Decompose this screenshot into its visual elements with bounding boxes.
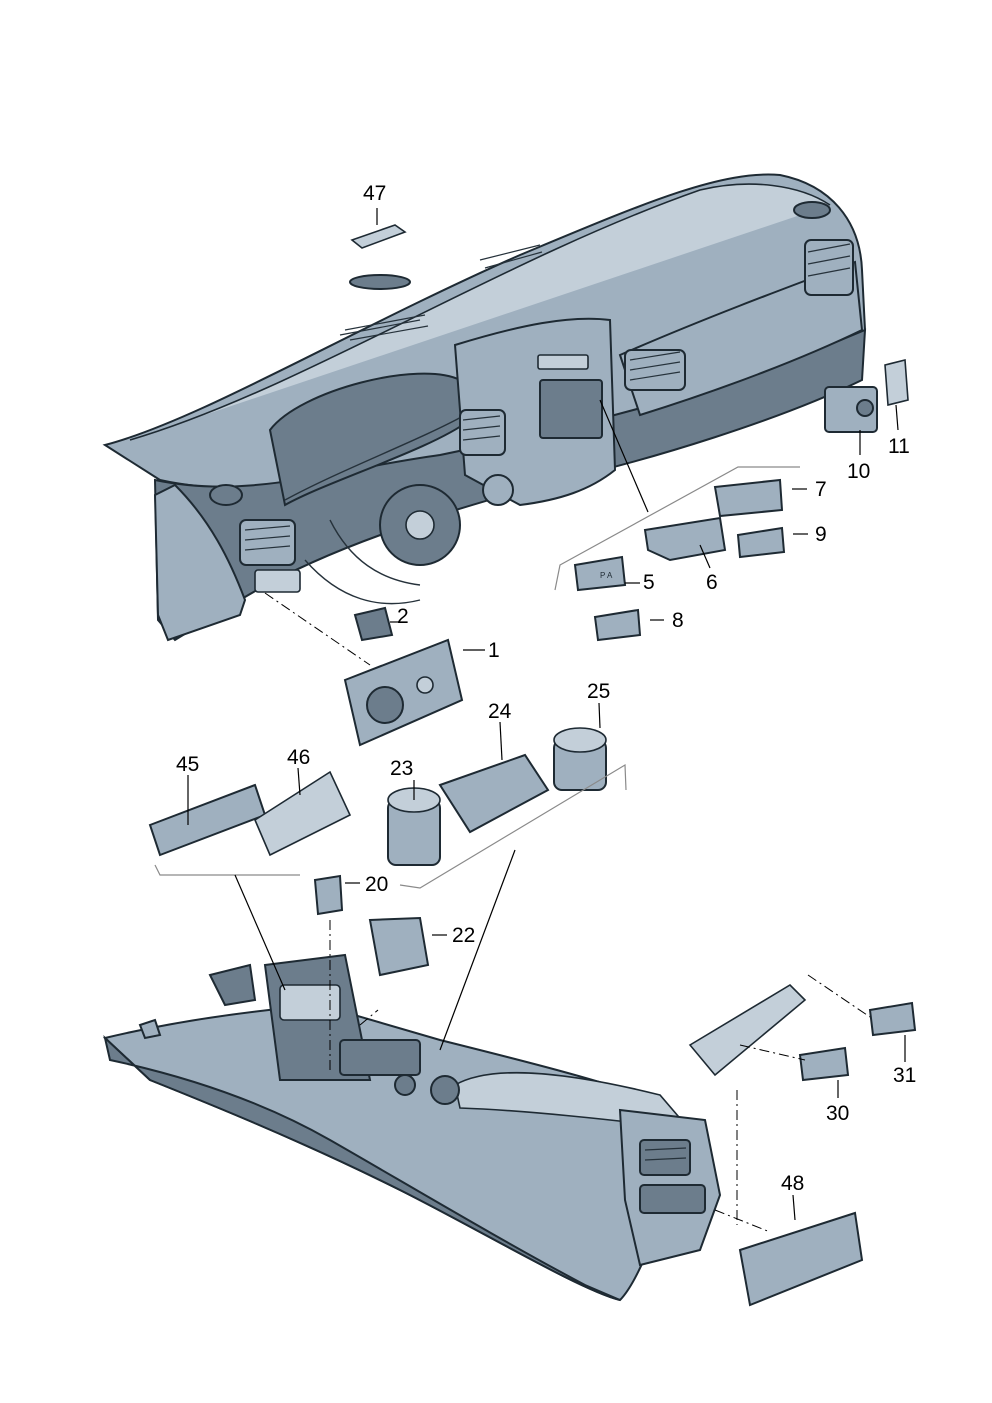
part-7-switch xyxy=(713,478,784,518)
callout-47: 47 xyxy=(363,182,386,205)
centre-console xyxy=(102,953,722,1302)
callout-46: 46 xyxy=(287,746,310,769)
callout-45: 45 xyxy=(176,753,199,776)
callout-30: 30 xyxy=(826,1102,849,1125)
dashboard xyxy=(102,173,867,642)
callout-5: 5 xyxy=(643,571,655,594)
callout-6: 6 xyxy=(706,571,718,594)
callout-20: 20 xyxy=(365,873,388,896)
part-6-hazard-switch xyxy=(643,516,727,562)
part-1-light-switch xyxy=(343,638,464,747)
part-31-switch xyxy=(868,1001,917,1037)
part-24-switch-panel xyxy=(438,753,550,834)
part-30-switch xyxy=(798,1046,850,1082)
part-2-switch xyxy=(353,606,394,642)
part-8-switch xyxy=(593,608,642,642)
part-22-insert xyxy=(368,916,430,977)
callout-2: 2 xyxy=(397,605,409,628)
part-23-knob xyxy=(387,787,441,866)
part-11-cover xyxy=(884,358,909,407)
part-48-control-unit xyxy=(738,1211,864,1307)
part-45-control-unit xyxy=(148,783,267,857)
callout-24: 24 xyxy=(488,700,512,723)
callout-8: 8 xyxy=(672,609,684,632)
callout-7: 7 xyxy=(815,478,827,501)
part-5-switch xyxy=(573,555,627,592)
callout-10: 10 xyxy=(847,460,870,483)
switch-5-legend: P A xyxy=(600,571,613,580)
callout-31: 31 xyxy=(893,1064,916,1087)
part-47-clip xyxy=(350,224,407,249)
tray xyxy=(688,983,807,1077)
callout-leaders xyxy=(187,208,906,1221)
part-9-switch xyxy=(736,526,786,559)
callout-22: 22 xyxy=(452,924,475,947)
part-25-knob xyxy=(553,727,607,791)
guide-lines xyxy=(154,399,871,1233)
callout-9: 9 xyxy=(815,523,827,546)
part-46-frame xyxy=(253,770,352,857)
callout-11: 11 xyxy=(888,435,910,458)
part-20-socket xyxy=(313,874,344,916)
callout-1: 1 xyxy=(488,639,500,662)
callout-23: 23 xyxy=(390,757,413,780)
callout-25: 25 xyxy=(587,680,610,703)
part-10-switch xyxy=(824,386,878,433)
callout-labels: 47 2 1 5 6 7 8 9 10 11 20 22 23 24 25 30… xyxy=(176,182,916,1195)
callout-48: 48 xyxy=(781,1172,804,1195)
